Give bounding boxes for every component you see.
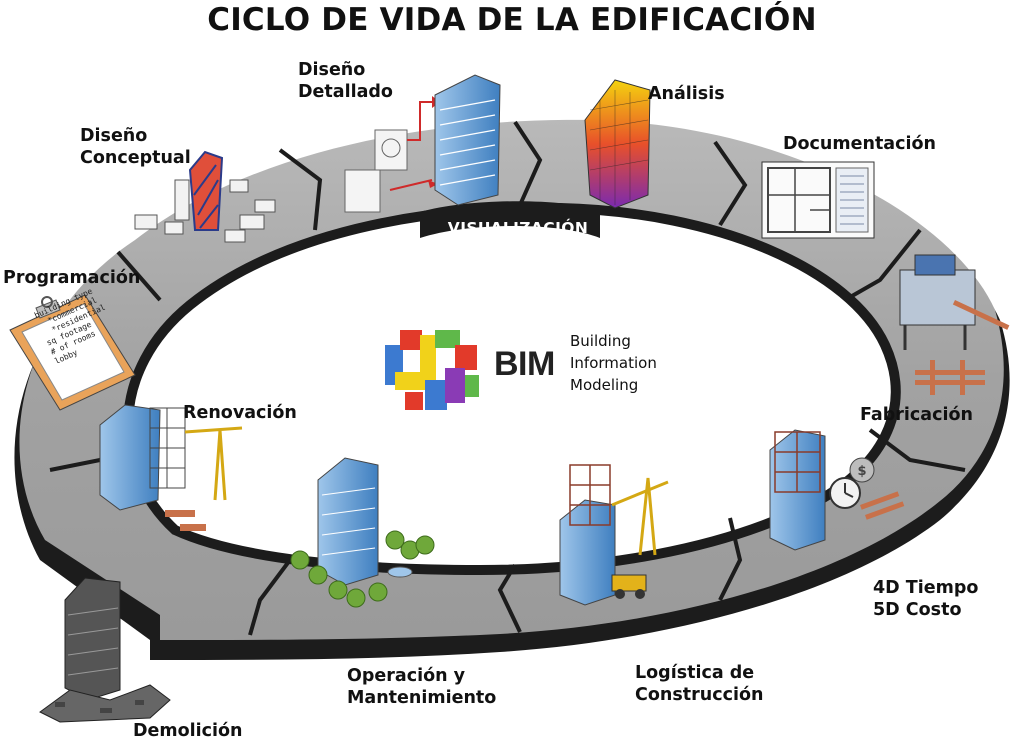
- label-diseno-conceptual: Diseño Conceptual: [80, 126, 191, 168]
- demolition-illustration: [39, 577, 171, 723]
- label-logistica: Logística de Construcción: [635, 663, 764, 705]
- fabrication-illustration: [899, 254, 1010, 395]
- label-fabricacion: Fabricación: [860, 405, 973, 425]
- label-analisis: Análisis: [648, 84, 725, 104]
- label-renovacion: Renovación: [183, 403, 297, 423]
- time-cost-illustration: $: [769, 429, 905, 551]
- page-title: CICLO DE VIDA DE LA EDIFICACIÓN: [207, 2, 817, 38]
- renovation-illustration: [99, 404, 243, 531]
- label-demolicion: Demolición: [133, 721, 243, 741]
- ring-label-visualizacion: VISUALIZACIÓN: [448, 218, 588, 237]
- label-programacion: Programación: [3, 268, 141, 288]
- bim-logo-cube: [385, 330, 479, 410]
- visualization-band: [420, 201, 600, 238]
- conceptual-model-illustration: [134, 150, 276, 243]
- logistics-illustration: [559, 464, 669, 606]
- detailed-design-illustration: [344, 74, 501, 213]
- operation-illustration: [290, 457, 435, 608]
- bim-caption: Building Information Modeling: [570, 332, 657, 394]
- analysis-illustration: [584, 79, 651, 209]
- label-diseno-detallado: Diseño Detallado: [298, 60, 393, 102]
- documentation-illustration: [761, 161, 875, 239]
- segment-dividers: [49, 120, 966, 636]
- label-documentacion: Documentación: [783, 134, 936, 154]
- bim-logo-word: BIM: [494, 345, 555, 383]
- label-tiempo-costo: 4D Tiempo 5D Costo: [873, 578, 979, 620]
- svg-text:$: $: [857, 464, 866, 479]
- label-operacion: Operación y Mantenimiento: [347, 666, 497, 708]
- programming-clipboard: [9, 294, 136, 411]
